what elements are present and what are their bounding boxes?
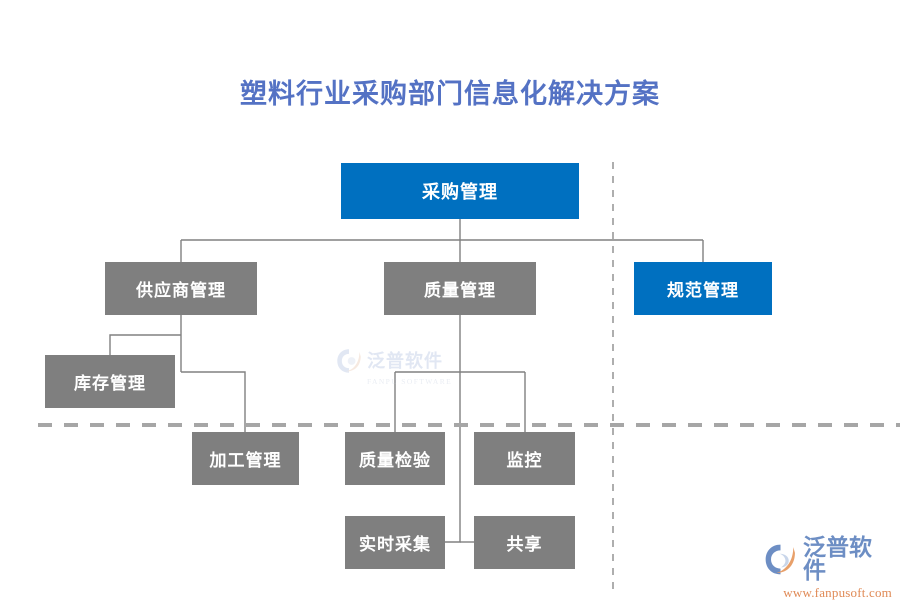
node-label: 加工管理: [209, 451, 282, 470]
node-quality-inspection[interactable]: 质量检验: [345, 432, 445, 485]
node-label: 质量检验: [359, 451, 431, 470]
node-label: 实时采集: [359, 535, 431, 554]
page-title: 塑料行业采购部门信息化解决方案: [240, 79, 660, 109]
node-monitoring[interactable]: 监控: [474, 432, 575, 485]
node-label: 库存管理: [74, 374, 146, 393]
node-supplier-management[interactable]: 供应商管理: [105, 262, 257, 315]
node-root-procurement-management[interactable]: 采购管理: [341, 163, 579, 219]
brand-logo: 泛普软件 www.fanpusoft.com: [764, 534, 892, 600]
node-sharing[interactable]: 共享: [474, 516, 575, 569]
fanpu-brand-icon: [765, 544, 795, 574]
node-standard-management[interactable]: 规范管理: [634, 262, 772, 315]
node-realtime-collection[interactable]: 实时采集: [345, 516, 445, 569]
brand-name: 泛普软件: [803, 534, 872, 583]
node-label: 规范管理: [667, 281, 739, 300]
node-label: 采购管理: [422, 182, 498, 202]
brand-url: www.fanpusoft.com: [783, 585, 892, 600]
node-label: 质量管理: [424, 281, 496, 300]
node-label: 供应商管理: [136, 281, 226, 300]
node-label: 监控: [506, 451, 543, 470]
node-quality-management[interactable]: 质量管理: [384, 262, 536, 315]
node-processing-management[interactable]: 加工管理: [192, 432, 299, 485]
edge-supplier-processing: [181, 371, 246, 432]
node-label: 共享: [506, 535, 543, 554]
edge-quality-realtime: [445, 372, 461, 543]
node-inventory-management[interactable]: 库存管理: [45, 355, 175, 408]
edge-supplier-inventory: [109, 334, 181, 355]
